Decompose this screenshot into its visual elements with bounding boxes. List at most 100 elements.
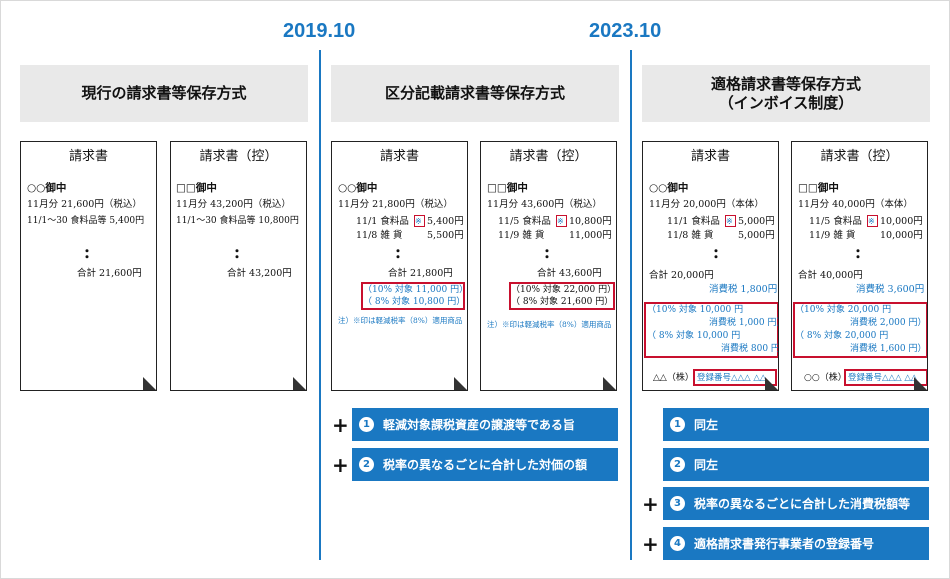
- reduced-rate-mark-box: [867, 215, 878, 227]
- folded-corner: [293, 377, 306, 390]
- footnote: 注）※印は軽減税率（8%）適用商品: [338, 316, 463, 325]
- number-badge: 1: [359, 417, 374, 432]
- requirement-label: 軽減対象課税資産の譲渡等である旨: [383, 418, 575, 432]
- recipient: ○○御中: [27, 182, 67, 194]
- consumption-tax: 消費税 1,800円: [709, 284, 778, 295]
- invoice-doc: 請求書 ○○御中 11月分 20,000円（本体） 11/1 食料品 ※ 5,0…: [642, 141, 779, 391]
- ellipsis: ・・: [852, 244, 865, 264]
- consumption-tax: 消費税 3,600円: [856, 284, 925, 295]
- line-item-value: 5,500円: [427, 230, 464, 241]
- requirement-bar: 2 税率の異なるごとに合計した対価の額: [352, 448, 618, 481]
- doc-title: 請求書: [690, 149, 730, 164]
- doc-title: 請求書（控）: [820, 149, 899, 164]
- line-item-value: 11,000円: [569, 230, 612, 241]
- issuer-name: △△（株）: [653, 373, 694, 383]
- total: 合計 43,600円: [537, 268, 602, 279]
- line-item: 11/1〜30 食料品等 10,800円: [176, 216, 299, 226]
- rate-tax-box: [644, 302, 778, 358]
- registration-number: 登録番号△△△ △△: [697, 373, 767, 383]
- month-amount: 11月分 21,600円（税込）: [27, 199, 142, 210]
- invoice-copy-doc: 請求書（控） □□御中 11月分 40,000円（本体） 11/5 食料品 ※ …: [791, 141, 928, 391]
- rate-total-8: （ 8% 対象 20,000 円: [795, 331, 889, 341]
- line-item-date: 11/5 食料品: [809, 216, 862, 227]
- rate-tax-box: [793, 302, 927, 358]
- invoice-doc: 請求書 ○○御中 11月分 21,600円（税込） 11/1〜30 食料品等 5…: [20, 141, 157, 391]
- requirement-label: 同左: [694, 458, 719, 472]
- ellipsis: ・・: [541, 244, 554, 264]
- number-badge: 1: [670, 417, 685, 432]
- folded-corner: [143, 377, 156, 390]
- recipient: □□御中: [176, 182, 217, 194]
- doc-title: 請求書: [379, 149, 419, 164]
- ellipsis: ・・: [231, 244, 244, 264]
- line-item-date: 11/1 食料品: [356, 216, 409, 227]
- month-amount: 11月分 40,000円（本体）: [798, 199, 913, 210]
- rate-tax-10: 消費税 2,000 円）: [850, 318, 927, 328]
- issuer-name: ○○（株）: [804, 373, 847, 383]
- plus-icon: +: [642, 532, 659, 556]
- month-amount: 11月分 21,800円（税込）: [338, 199, 453, 210]
- total: 合計 40,000円: [798, 270, 863, 281]
- doc-title: 請求書（控）: [199, 149, 278, 164]
- requirement-label: 税率の異なるごとに合計した対価の額: [383, 458, 588, 472]
- recipient: □□御中: [487, 182, 528, 194]
- total: 合計 21,800円: [388, 268, 453, 279]
- rate-total-10: （10% 対象 10,000 円: [647, 305, 744, 315]
- requirement-label: 同左: [694, 418, 719, 432]
- doc-title: 請求書（控）: [509, 149, 588, 164]
- folded-corner: [454, 377, 467, 390]
- total: 合計 21,600円: [77, 268, 142, 279]
- rate-total-10: （10% 対象 20,000 円: [795, 305, 892, 315]
- rate-totals-box: [361, 282, 465, 310]
- line-item-value: 5,000円: [738, 230, 775, 241]
- invoice-doc: 請求書 ○○御中 11月分 21,800円（税込） 11/1 食料品 ※ 5,4…: [331, 141, 468, 391]
- line-item-date: 11/9 雑 貨: [809, 230, 856, 241]
- recipient: □□御中: [798, 182, 839, 194]
- reduced-rate-mark: ※: [415, 217, 422, 226]
- header-current: 現行の請求書等保存方式: [20, 65, 308, 122]
- ellipsis: ・・: [710, 244, 723, 264]
- date-2019: 2019.10: [283, 20, 356, 42]
- invoice-copy-doc: 請求書（控） □□御中 11月分 43,600円（税込） 11/5 食料品 ※ …: [480, 141, 617, 391]
- line-item-value: 10,800円: [569, 216, 612, 227]
- number-badge: 2: [359, 457, 374, 472]
- rate-tax-8: 消費税 1,600 円）: [850, 344, 927, 354]
- line-item-value: 10,000円: [880, 230, 923, 241]
- plus-icon: +: [332, 453, 349, 477]
- line-item-date: 11/9 雑 貨: [498, 230, 545, 241]
- requirement-bar: 1 同左: [663, 408, 929, 441]
- folded-corner: [914, 377, 927, 390]
- folded-corner: [603, 377, 616, 390]
- rate-total-10: （10% 対象 22,000 円）: [511, 285, 617, 295]
- rate-totals-box: [509, 282, 615, 310]
- header-invoice: 適格請求書等保存方式 （インボイス制度）: [642, 65, 930, 122]
- registration-number: 登録番号△△△ △△: [848, 373, 918, 383]
- line-item: 11/1〜30 食料品等 5,400円: [27, 216, 145, 226]
- line-item-date: 11/8 雑 貨: [667, 230, 714, 241]
- reduced-rate-mark-box: [414, 215, 425, 227]
- requirement-bar: 4 適格請求書発行事業者の登録番号: [663, 527, 929, 560]
- number-badge: 3: [670, 496, 685, 511]
- month-amount: 11月分 20,000円（本体）: [649, 199, 764, 210]
- reduced-rate-mark: ※: [868, 217, 875, 226]
- reduced-rate-mark: ※: [557, 217, 564, 226]
- line-item-date: 11/1 食料品: [667, 216, 720, 227]
- rate-total-10: （10% 対象 11,000 円）: [363, 285, 468, 295]
- rate-total-8: （ 8% 対象 10,800 円）: [363, 297, 466, 307]
- folded-corner: [765, 377, 778, 390]
- total: 合計 20,000円: [649, 270, 714, 281]
- timeline-2023: [630, 50, 632, 560]
- recipient: ○○御中: [338, 182, 378, 194]
- reduced-rate-mark-box: [556, 215, 567, 227]
- date-2023: 2023.10: [589, 20, 662, 42]
- invoice-copy-doc: 請求書（控） □□御中 11月分 43,200円（税込） 11/1〜30 食料品…: [170, 141, 307, 391]
- month-amount: 11月分 43,600円（税込）: [487, 199, 602, 210]
- doc-title: 請求書: [68, 149, 108, 164]
- ellipsis: ・・: [392, 244, 405, 264]
- recipient: ○○御中: [649, 182, 689, 194]
- rate-tax-10: 消費税 1,000 円）: [709, 318, 779, 328]
- line-item-date: 11/8 雑 貨: [356, 230, 403, 241]
- plus-icon: +: [642, 492, 659, 516]
- footnote: 注）※印は軽減税率（8%）適用商品: [487, 320, 612, 329]
- line-item-value: 10,000円: [880, 216, 923, 227]
